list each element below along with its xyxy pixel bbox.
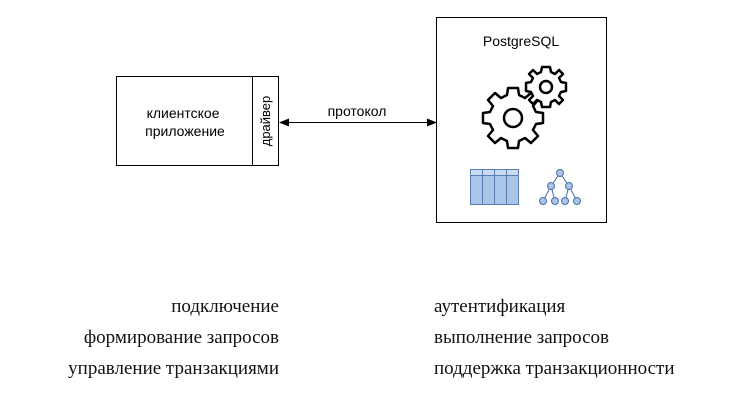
tree-index-icon [539,169,581,205]
server-functions-list: аутентификация выполнение запросов подде… [434,291,675,384]
server-function-item: выполнение запросов [434,327,609,348]
svg-text:клиентское приложение: клиентское приложение [145,105,225,139]
client-functions-list: подключение формирование запросов управл… [68,291,279,384]
client-function-item: формирование запросов [83,327,279,348]
table-icon [470,169,519,205]
driver-label: драйвер [258,96,273,147]
client-app-label-line1: клиентское [147,105,220,121]
client-function-item: подключение [171,296,279,317]
client-app-label-line2: приложение [145,123,225,139]
gears-icon [481,65,568,150]
client-function-item: управление транзакциями [68,358,279,379]
protocol-connector: протокол [279,103,437,127]
server-function-item: аутентификация [434,296,566,317]
protocol-label: протокол [328,103,387,119]
postgresql-server-box: PostgreSQL [436,17,607,223]
server-title: PostgreSQL [483,33,559,49]
client-app-box: клиентское приложение драйвер [116,76,279,166]
server-function-item: поддержка транзакционности [434,358,675,379]
